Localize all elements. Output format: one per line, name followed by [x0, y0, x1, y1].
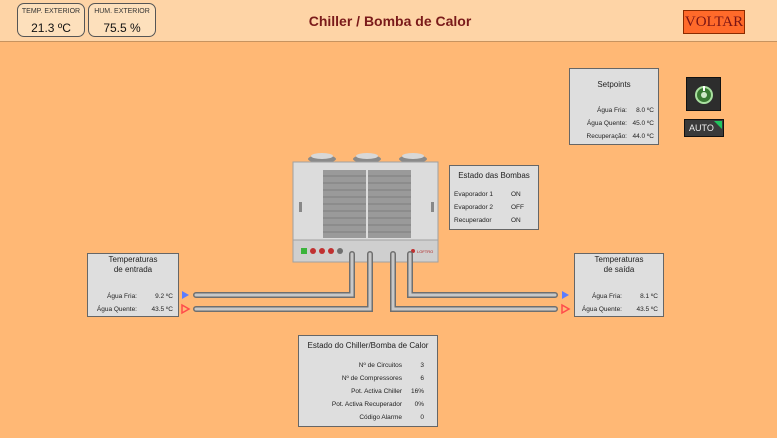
circuits-label: Nº de Circuitos	[358, 362, 402, 369]
control-knob-icon-2	[319, 248, 325, 254]
auto-indicator-icon	[714, 121, 722, 129]
pump-recuperator-value: ON	[511, 217, 521, 224]
power-button[interactable]	[686, 77, 721, 111]
outdoor-humidity-label: HUM. EXTERIOR	[94, 8, 150, 15]
setpoints-title: Setpoints	[597, 80, 631, 89]
outdoor-temperature-box: TEMP. EXTERIOR 21.3 ºC	[17, 3, 85, 37]
inlet-hot-arrow-icon	[181, 303, 191, 315]
inlet-title-line2: de entrada	[113, 265, 153, 274]
inlet-pipes	[193, 251, 373, 312]
pump-status-title: Estado das Bombas	[458, 171, 530, 180]
outdoor-temperature-value: 21.3 ºC	[31, 21, 71, 35]
outlet-title-line1: Temperaturas	[594, 255, 644, 264]
pump-recuperator-label: Recuperador	[454, 217, 492, 224]
fan-icon-3	[399, 153, 427, 163]
inlet-cold-label: Água Fria:	[107, 293, 137, 300]
setpoint-recovery-value: 44.0 ºC	[632, 133, 654, 140]
pump-status-panel: Estado das Bombas Evaporador 1 ON Evapor…	[449, 165, 539, 230]
outlet-temperatures-panel: Temperaturas de saída Água Fria: 8.1 ºC …	[574, 253, 664, 317]
control-knob-icon-3	[328, 248, 334, 254]
setpoint-hot-label: Água Quente:	[586, 120, 627, 127]
setpoint-cold-label: Água Fria:	[597, 107, 627, 114]
setpoints-panel: Setpoints Água Fria: 8.0 ºC Água Quente:…	[569, 68, 659, 145]
pump-evaporator1-label: Evaporador 1	[454, 191, 494, 198]
auto-mode-label: AUTO	[689, 123, 714, 133]
outlet-pipes	[390, 251, 558, 312]
outlet-hot-label: Água Quente:	[581, 306, 622, 313]
setpoint-hot-value: 45.0 ºC	[632, 120, 654, 127]
inlet-title-line1: Temperaturas	[108, 255, 158, 264]
inlet-cold-arrow-icon	[182, 291, 189, 299]
control-knob-icon-1	[310, 248, 316, 254]
back-button[interactable]: VOLTAR	[683, 10, 745, 34]
compressors-value: 6	[420, 375, 424, 382]
recuperator-power-value: 0%	[414, 401, 424, 408]
chiller-status-title: Estado do Chiller/Bomba de Calor	[307, 341, 429, 350]
outlet-cold-value: 8.1 ºC	[640, 293, 658, 300]
outlet-cold-label: Água Fria:	[592, 293, 622, 300]
pump-evaporator2-label: Evaporador 2	[454, 204, 494, 211]
status-led-icon	[301, 248, 307, 254]
outdoor-humidity-box: HUM. EXTERIOR 75.5 %	[88, 3, 156, 37]
inlet-temperatures-panel: Temperaturas de entrada Água Fria: 9.2 º…	[87, 253, 179, 317]
inlet-cold-value: 9.2 ºC	[155, 293, 173, 300]
brand-label: LOFTRO	[417, 249, 433, 254]
page-title: Chiller / Bomba de Calor	[308, 13, 472, 29]
chiller-status-panel: Estado do Chiller/Bomba de Calor Nº de C…	[298, 335, 438, 427]
compressors-label: Nº de Compressores	[341, 375, 402, 382]
outlet-cold-arrow-icon	[562, 291, 569, 299]
outdoor-humidity-value: 75.5 %	[103, 21, 141, 35]
inlet-hot-value: 43.5 ºC	[151, 306, 173, 313]
inlet-hot-label: Água Quente:	[96, 306, 137, 313]
chiller-power-value: 16%	[410, 388, 424, 395]
circuits-value: 3	[420, 362, 424, 369]
fan-icon-1	[308, 153, 336, 163]
pump-evaporator1-value: ON	[511, 191, 521, 198]
header-bar: TEMP. EXTERIOR 21.3 ºC HUM. EXTERIOR 75.…	[0, 0, 777, 42]
outdoor-temperature-label: TEMP. EXTERIOR	[21, 8, 81, 15]
auto-mode-button[interactable]: AUTO	[684, 119, 724, 137]
setpoint-recovery-label: Recuperação:	[586, 133, 627, 140]
chiller-power-label: Pot. Activa Chiller	[351, 388, 402, 395]
outlet-hot-value: 43.5 ºC	[636, 306, 658, 313]
pump-evaporator2-value: OFF	[511, 204, 524, 211]
recuperator-power-label: Pot. Activa Recuperador	[331, 401, 402, 408]
outlet-hot-arrow-icon	[561, 303, 571, 315]
chiller-unit	[292, 161, 439, 263]
fan-icon-2	[353, 153, 381, 163]
outlet-title-line2: de saída	[603, 265, 635, 274]
power-icon	[695, 86, 713, 104]
setpoint-cold-value: 8.0 ºC	[636, 107, 654, 114]
alarm-code-value: 0	[420, 414, 424, 421]
control-knob-icon-4	[337, 248, 343, 254]
alarm-code-label: Código Alarme	[359, 414, 402, 421]
